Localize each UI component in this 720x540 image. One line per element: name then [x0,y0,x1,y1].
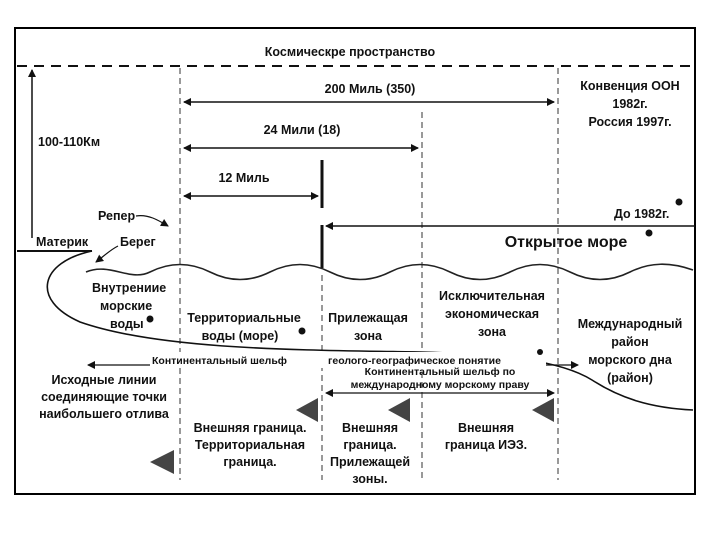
water-surface [85,263,694,281]
convention-line-2: 1982г. [612,97,647,111]
zone-boundary-marker-icon [150,450,174,474]
until-1982-label: До 1982г. [614,207,669,221]
outer-contiguous-line-2: граница. [343,438,396,452]
shelf-left-label: Континентальный шельф [152,355,287,367]
convention-line-1: Конвенция ООН [580,79,679,93]
outer-eez-line-1: Внешняя [458,421,514,435]
eez-line-1: Исключительная [439,289,545,303]
dot-marker-icon [537,349,543,355]
contiguous-zone-line-2: зона [354,329,383,343]
territorial-waters-line-1: Территориальные [187,311,301,325]
baselines-line-2: соединяющие точки [41,390,167,404]
altitude-label: 100-110Км [38,135,100,149]
label-12-miles: 12 Миль [218,171,269,185]
intl-seabed-line-4: (район) [607,371,653,385]
shelf-label-bg [150,352,546,368]
outer-territorial-line-3: граница. [223,455,276,469]
dot-marker-icon [675,198,683,206]
space-label: Космическре пространство [265,45,436,59]
shore-label: Берег [120,235,156,249]
shelf-law-line-2: международному морскому праву [351,379,530,391]
zone-boundary-marker-icon [388,398,410,422]
internal-waters-line-3: воды [110,317,144,331]
internal-waters-line-1: Внутрениие [92,281,166,295]
dot-marker-icon [645,229,653,237]
zone-boundary-marker-icon [532,398,554,422]
intl-seabed-line-2: район [611,335,648,349]
eez-line-2: экономическая [445,307,539,321]
outer-territorial-line-2: Территориальная [195,438,305,452]
dot-marker-icon [146,315,154,323]
zone-boundary-marker-icon [296,398,318,422]
intl-seabed-line-3: морского дна [588,353,673,367]
open-sea-label: Открытое море [505,234,628,251]
dot-marker-icon [298,327,306,335]
mainland-label: Материк [36,235,89,249]
outer-contiguous-line-3: Прилежащей [330,455,410,469]
shore-pointer [95,245,119,263]
diagram-frame [14,27,696,495]
reper-label: Репер [98,209,135,223]
intl-seabed-line-1: Международный [578,317,683,331]
label-24-miles: 24 Мили (18) [264,123,341,137]
baselines-line-1: Исходные линии [51,373,156,387]
eez-line-3: зона [478,325,507,339]
outer-eez-line-2: граница ИЭЗ. [445,438,527,452]
seabed-profile [46,250,694,411]
label-200-miles: 200 Миль (350) [325,82,416,96]
convention-line-3: Россия 1997г. [588,115,671,129]
outer-contiguous-line-4: зоны. [352,472,387,486]
outer-contiguous-line-1: Внешняя [342,421,398,435]
territorial-waters-line-2: воды (море) [202,329,279,343]
baselines-line-3: наибольшего отлива [39,407,170,421]
reper-pointer [135,215,169,227]
contiguous-zone-line-1: Прилежащая [328,311,408,325]
shelf-law-line-1: Континентальный шельф по [365,366,516,378]
internal-waters-line-2: морские [100,299,152,313]
outer-territorial-line-1: Внешняя граница. [194,421,307,435]
shelf-right-label: геолого-географическое понятие [328,355,501,367]
